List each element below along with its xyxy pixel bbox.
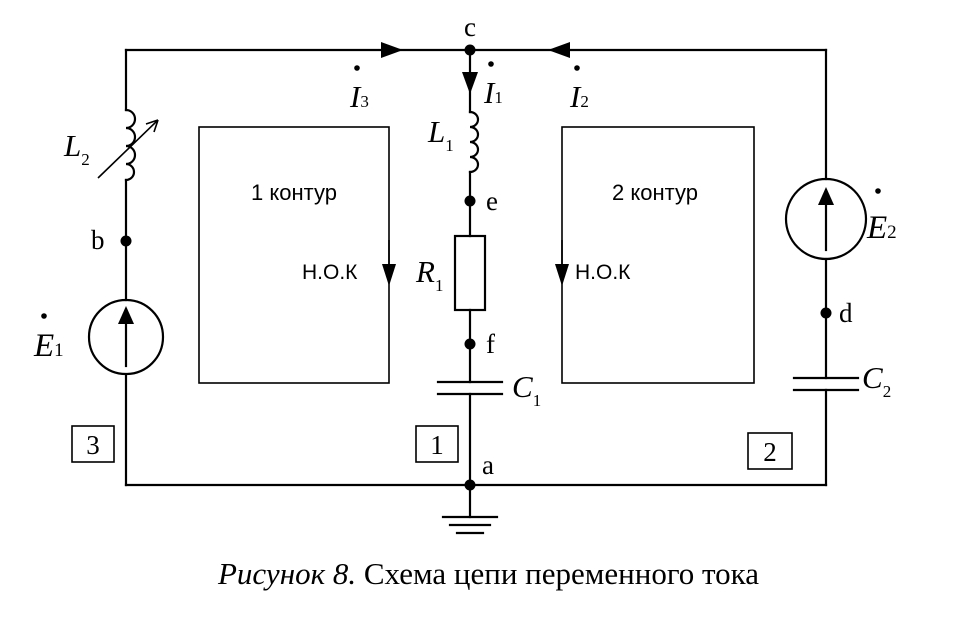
label-e1-dot	[41, 313, 47, 319]
inductor-l1	[468, 110, 480, 174]
label-l1-letter: L	[427, 114, 445, 149]
loop2-direction-arrow	[555, 264, 569, 286]
loop2-label: 2 контур	[612, 180, 698, 205]
caption-figure-number: Рисунок 8.	[217, 556, 357, 591]
label-i3-dot	[354, 65, 360, 71]
label-e1-letter: E	[33, 328, 54, 364]
loop1-direction-arrow	[382, 264, 396, 286]
node-e-label: e	[486, 186, 498, 216]
node-f-dot	[464, 338, 476, 350]
node-c-dot	[464, 44, 476, 56]
branch-2-label: 2	[763, 437, 777, 467]
source-e1-circle	[87, 298, 165, 376]
node-e-dot	[464, 195, 476, 207]
label-l2: L2	[63, 128, 90, 169]
label-l2-sub: 2	[81, 150, 90, 169]
current-i3-arrow	[381, 42, 403, 58]
loop1-direction-label: Н.О.К	[302, 261, 358, 284]
node-b-label: b	[91, 225, 105, 255]
branch-1-box	[415, 425, 459, 463]
label-i3: I3	[349, 79, 369, 114]
loop2-direction-label: Н.О.К	[575, 261, 631, 284]
branch-3-box	[71, 425, 115, 463]
label-c1-letter: C	[512, 369, 533, 404]
current-i1-arrow	[462, 72, 478, 94]
loop1-label: 1 контур	[251, 180, 337, 205]
label-r1: R1	[415, 254, 443, 295]
label-c2: C2	[862, 360, 891, 401]
branch-3-label: 3	[86, 430, 100, 460]
node-c-label: c	[464, 12, 476, 42]
loop1-rect	[198, 126, 390, 384]
node-f-label: f	[486, 329, 495, 359]
label-e2: E2	[866, 210, 897, 246]
branch-2-box	[747, 432, 793, 470]
source-e2-circle	[784, 177, 868, 261]
label-i2-letter: I	[569, 79, 582, 114]
label-i2: I2	[569, 79, 589, 114]
label-c2-letter: C	[862, 360, 883, 395]
label-e1: E1	[33, 328, 64, 364]
label-i3-sub: 3	[360, 92, 369, 111]
label-i2-sub: 2	[580, 92, 589, 111]
resistor-r1	[453, 234, 487, 312]
node-d-label: d	[839, 298, 853, 328]
label-i1-dot	[488, 61, 494, 67]
source-e2	[784, 177, 868, 261]
inductor-l2	[124, 108, 137, 182]
label-e2-sub: 2	[887, 222, 897, 243]
label-c2-sub: 2	[883, 382, 892, 401]
branch-1-label: 1	[430, 430, 444, 460]
label-i2-dot	[574, 65, 580, 71]
label-c1-sub: 1	[533, 391, 542, 410]
node-b-dot	[120, 235, 132, 247]
label-r1-sub: 1	[435, 276, 444, 295]
label-e2-dot	[875, 188, 881, 194]
node-a-dot	[464, 479, 476, 491]
node-d-dot	[820, 307, 832, 319]
node-a-label: a	[482, 450, 494, 480]
variable-arrow-head	[145, 119, 159, 133]
caption-text: Схема цепи переменного тока	[363, 556, 760, 591]
label-i3-letter: I	[349, 79, 362, 114]
label-l1: L1	[427, 114, 454, 155]
label-i1-letter: I	[483, 75, 496, 110]
figure-caption: Рисунок 8. Схема цепи переменного тока	[0, 556, 977, 592]
label-l2-letter: L	[63, 128, 81, 163]
current-i2-arrow	[548, 42, 570, 58]
source-e2-arrow-head	[818, 187, 834, 205]
label-c1: C1	[512, 369, 541, 410]
source-e1-arrow-head	[118, 306, 134, 324]
source-e1	[87, 298, 165, 376]
label-i1: I1	[483, 75, 503, 110]
loop2-rect	[561, 126, 755, 384]
label-e2-letter: E	[866, 210, 887, 246]
label-l1-sub: 1	[445, 136, 454, 155]
variable-arrow-line	[97, 119, 159, 179]
wires	[124, 48, 828, 535]
label-e1-sub: 1	[54, 340, 64, 361]
label-i1-sub: 1	[494, 88, 503, 107]
label-r1-letter: R	[415, 254, 435, 289]
